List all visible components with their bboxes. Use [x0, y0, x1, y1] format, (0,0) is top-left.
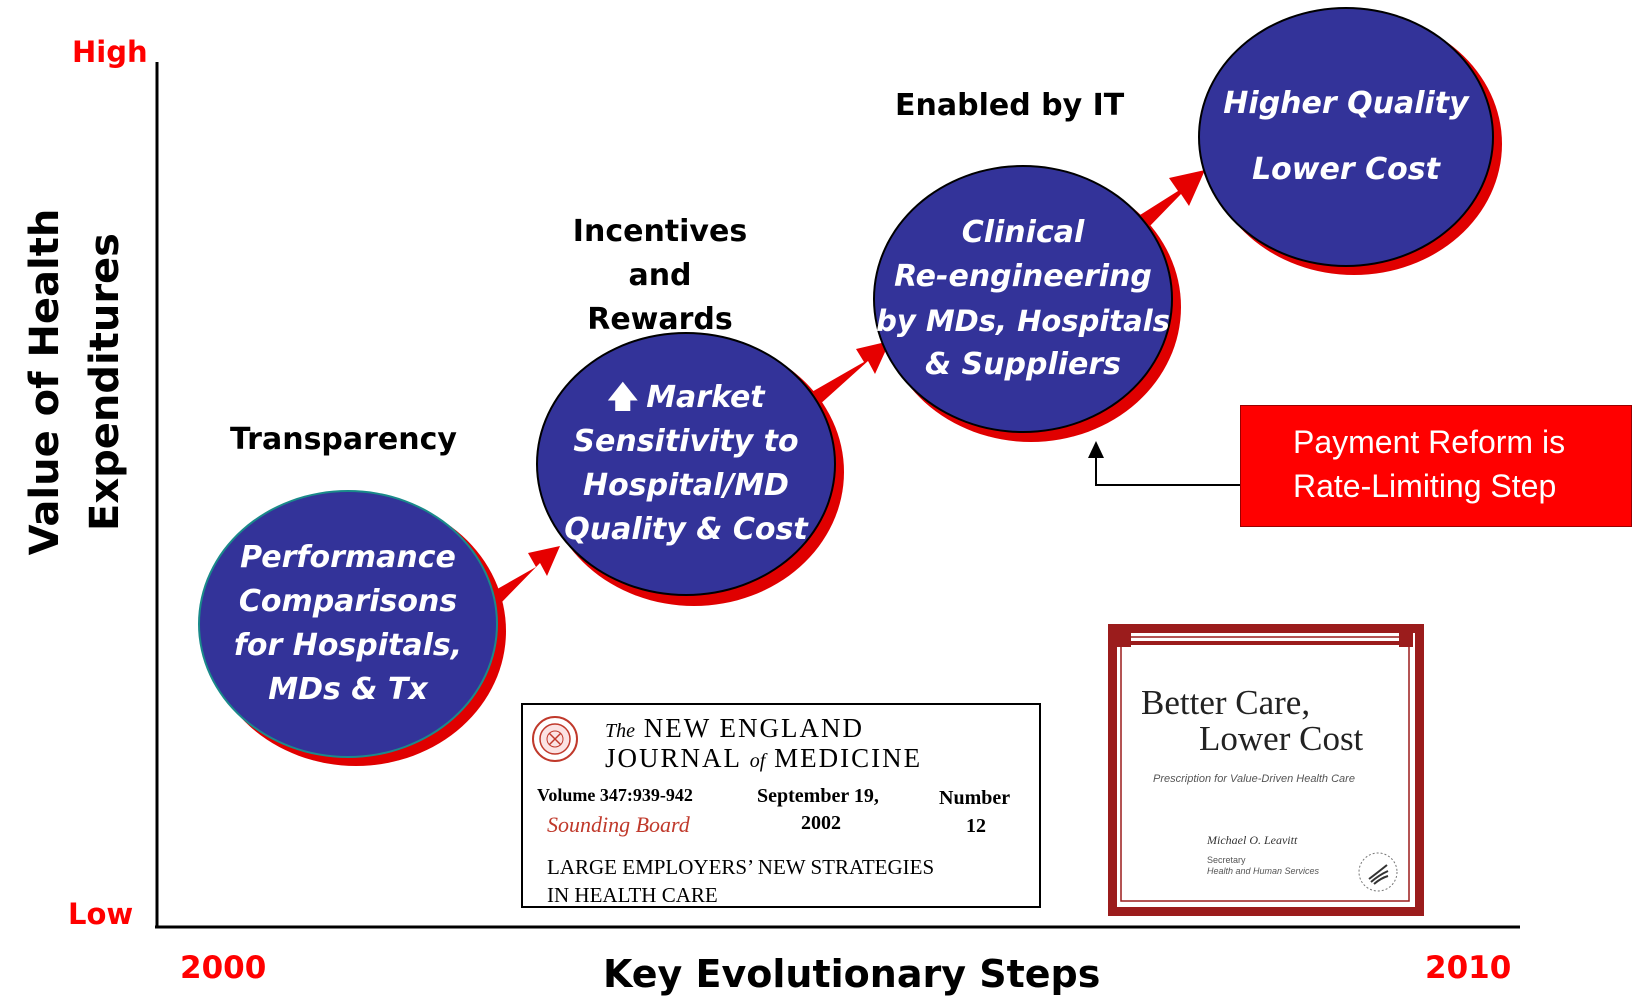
bubble-quality-line2: Lower Cost [1252, 152, 1440, 187]
bubble-market-body: 🡅Market Sensitivity to Hospital/MD Quali… [536, 332, 836, 596]
x-axis-end-label: 2010 [1425, 950, 1512, 986]
nejm-section: Sounding Board [547, 812, 690, 837]
y-axis-low-label: Low [68, 897, 134, 931]
payment-reform-callout: Payment Reform is Rate-Limiting Step [1240, 405, 1632, 527]
nejm-masthead-of: of [749, 750, 766, 772]
bubble-quality-line1: Higher Quality [1223, 86, 1469, 121]
report-role-line1: Secretary [1207, 855, 1246, 865]
bubble-performance: Performance Comparisons for Hospitals, M… [198, 490, 508, 770]
nejm-masthead-line1: The NEW ENGLAND [605, 713, 864, 744]
y-axis-high-label: High [72, 35, 148, 69]
report-role-line2: Health and Human Services [1207, 866, 1320, 876]
bubble-clinical-line3: by MDs, Hospitals [876, 304, 1170, 338]
report-title-line2: Lower Cost [1199, 719, 1364, 758]
nejm-masthead-new-england: NEW ENGLAND [643, 713, 864, 743]
nejm-masthead-medicine: MEDICINE [774, 743, 923, 773]
bubble-market-line2: Sensitivity to [573, 424, 799, 459]
report-subtitle: Prescription for Value-Driven Health Car… [1153, 773, 1355, 785]
bubble-performance-body: Performance Comparisons for Hospitals, M… [198, 490, 498, 758]
nejm-number-line1: Number [939, 787, 1011, 809]
hhs-seal-icon [1358, 852, 1398, 892]
arrow-2 [810, 341, 890, 406]
bubble-performance-line4: MDs & Tx [268, 672, 428, 707]
report-author: Michael O. Leavitt [1207, 833, 1298, 847]
nejm-article-line2: IN HEALTH CARE [547, 883, 718, 907]
bubble-market: 🡅Market Sensitivity to Hospital/MD Quali… [536, 332, 846, 608]
callout-line2: Rate-Limiting Step [1293, 468, 1557, 504]
nejm-number-line2: 12 [966, 815, 986, 837]
report-cover: Better Care, Lower Cost Prescription for… [1108, 624, 1424, 916]
nejm-masthead-journal: JOURNAL [605, 743, 742, 773]
y-axis-title-line2: Expenditures [82, 233, 128, 531]
stage-enabled-by-it: Enabled by IT [895, 88, 1125, 123]
bubble-quality: Higher Quality Lower Cost [1198, 7, 1504, 277]
bubble-clinical-line1: Clinical [961, 215, 1085, 250]
bubble-quality-body: Higher Quality Lower Cost [1198, 7, 1494, 267]
bubble-market-line4: Quality & Cost [564, 512, 808, 547]
x-axis-title: Key Evolutionary Steps [603, 952, 1101, 996]
bubble-performance-line1: Performance [240, 540, 456, 575]
stage-transparency: Transparency [230, 422, 457, 457]
nejm-volume: Volume 347:939-942 [537, 785, 693, 805]
callout-connector [1088, 441, 1240, 486]
nejm-masthead-the: The [605, 720, 635, 742]
callout-line1: Payment Reform is [1293, 424, 1566, 460]
bubble-clinical-body: Clinical Re-engineering by MDs, Hospital… [873, 165, 1173, 433]
bubble-performance-line2: Comparisons [238, 584, 458, 619]
arrow-1 [492, 546, 560, 604]
y-axis-title-line1: Value of Health [22, 208, 68, 556]
nejm-seal-icon [532, 716, 578, 762]
nejm-masthead-line2: JOURNAL of MEDICINE [605, 743, 922, 774]
report-title-line1: Better Care, [1141, 683, 1311, 722]
bubble-market-line3: Hospital/MD [583, 468, 789, 503]
bubble-market-line1: 🡅Market [607, 376, 764, 420]
nejm-article-line1: LARGE EMPLOYERS’ NEW STRATEGIES [547, 855, 935, 879]
report-border-ornament [1117, 633, 1413, 902]
bubble-clinical-line2: Re-engineering [894, 259, 1152, 294]
bubble-clinical-line4: & Suppliers [924, 347, 1122, 382]
x-axis-start-label: 2000 [180, 950, 267, 986]
stage-incentives-line2: Rewards [587, 302, 733, 337]
nejm-date-line1: September 19, [757, 785, 879, 807]
bubble-performance-line3: for Hospitals, [233, 628, 463, 663]
bubble-clinical: Clinical Re-engineering by MDs, Hospital… [873, 165, 1183, 447]
arrow-3 [1140, 170, 1205, 228]
up-arrow-icon: 🡅 [607, 380, 639, 415]
nejm-date-line2: 2002 [801, 812, 841, 834]
stage-incentives: Incentives and Rewards [540, 210, 780, 342]
y-axis-title: Value of Health Expenditures [15, 209, 135, 556]
stage-incentives-line1: Incentives and [572, 214, 748, 293]
nejm-article-clipping: The NEW ENGLAND JOURNAL of MEDICINE Volu… [521, 703, 1041, 908]
bubble-market-line1-text: Market [646, 380, 765, 415]
